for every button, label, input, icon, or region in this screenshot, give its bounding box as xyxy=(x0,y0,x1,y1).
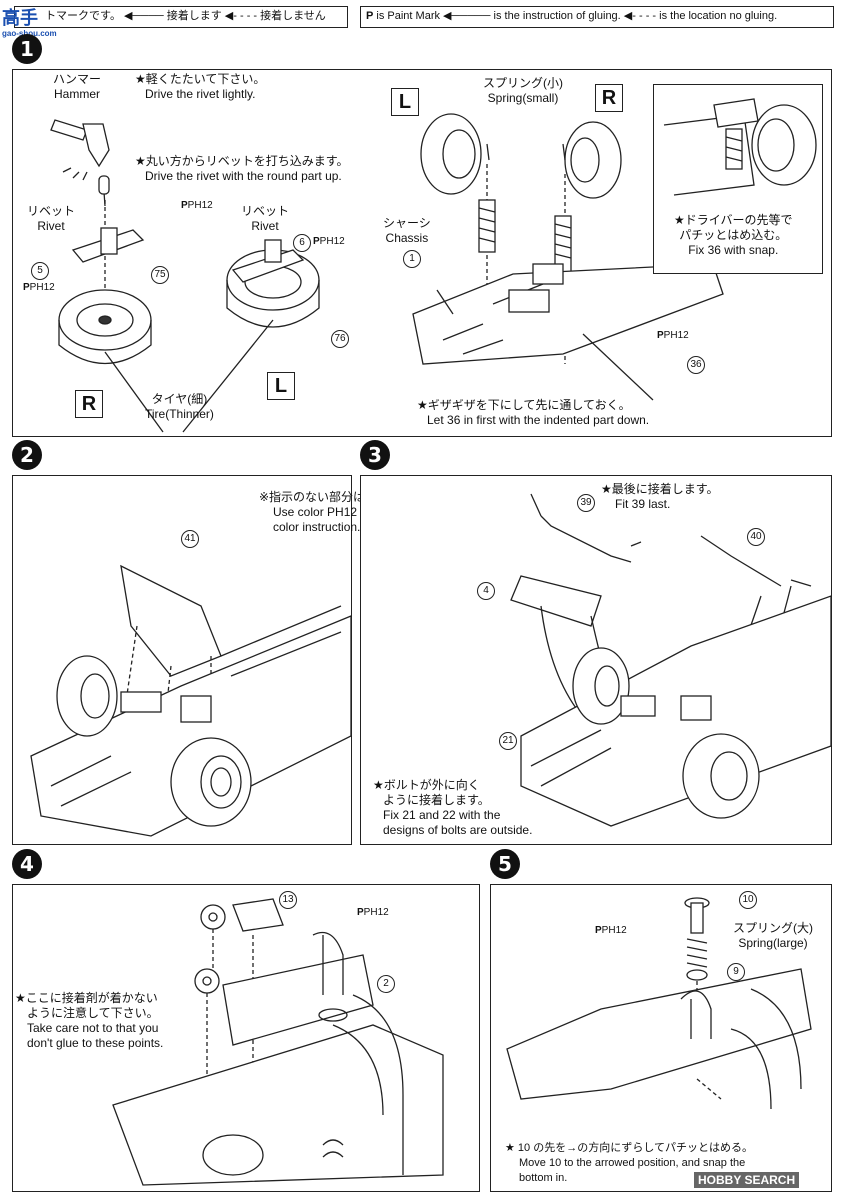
step-5-drawing xyxy=(506,897,812,1110)
part-number-1: 1 xyxy=(403,250,421,268)
part-number-2: 2 xyxy=(377,975,395,993)
legend-jp-glue: 接着します xyxy=(166,10,222,22)
legend-en-noglue: is the location no gluing. xyxy=(659,10,778,22)
left-mark: L xyxy=(267,372,295,400)
paint-mark: PPH12 xyxy=(181,200,213,211)
step-3-number: 3 xyxy=(360,440,390,470)
inset-drawing xyxy=(663,98,817,196)
watermark-logo-top: 高手 gao-shou.com xyxy=(2,8,57,38)
paint-mark-icon: P xyxy=(366,10,374,22)
bolt-note: ★ボルトが外に向く ように接着します。 Fix 21 and 22 with t… xyxy=(373,778,533,837)
legend-en-mark: is Paint Mark xyxy=(376,10,440,22)
right-mark-2: R xyxy=(595,84,623,112)
indent-note: ★ギザギザを下にして先に通しておく。Let 36 in first with t… xyxy=(417,398,650,427)
round-note: ★丸い方からリベットを打ち込みます。Drive the rivet with t… xyxy=(135,154,349,183)
step-2-number: 2 xyxy=(12,440,42,470)
step-3-panel: ★最後に接着します。Fit 39 last. 39 40 4 21 22 ★ボル… xyxy=(360,475,832,845)
part-number-76: 76 xyxy=(331,330,349,348)
paint-mark: PPH12 xyxy=(313,236,345,247)
step-5-panel: 10 スプリング(大)Spring(large) PPH12 9 ★ 10 の先… xyxy=(490,884,832,1192)
step-4-number: 4 xyxy=(12,849,42,879)
step-4-drawing xyxy=(112,898,444,1186)
no-glue-note: ★ここに接着剤が着かない ように注意して下さい。 Take care not t… xyxy=(15,991,164,1050)
chassis-drawing xyxy=(412,113,724,401)
arrow-solid-icon: ◀───── xyxy=(443,10,491,22)
arrow-dashed-icon: ◀- - - - xyxy=(623,10,657,22)
move-note: ★ 10 の先を→の方向にずらしてパチッとはめる。 Move 10 to the… xyxy=(505,1142,753,1184)
rivet-wheel-drawing xyxy=(58,175,320,433)
spring-small-label: スプリング(小)Spring(small) xyxy=(483,76,563,105)
left-mark-2: L xyxy=(391,88,419,116)
part-number-75: 75 xyxy=(151,266,169,284)
legend-jp-text: トマークです。 xyxy=(45,10,121,22)
paint-mark: PPH12 xyxy=(595,925,627,936)
step-2-panel: ※指示のない部分は PH12 で塗装します。 Use color PH12 fo… xyxy=(12,475,485,845)
part-number-6: 6 xyxy=(293,234,311,252)
step-4-panel: 13 PPH12 2 ★ここに接着剤が着かない ように注意して下さい。 Take… xyxy=(12,884,480,1192)
part-number-9: 9 xyxy=(727,963,745,981)
legend-en: P is Paint Mark ◀───── is the instructio… xyxy=(360,6,834,28)
fit-last-note: ★最後に接着します。Fit 39 last. xyxy=(601,482,719,511)
arrow-dashed-icon: ◀- - - - xyxy=(224,10,258,22)
step-5-number: 5 xyxy=(490,849,520,879)
part-number-10: 10 xyxy=(739,891,757,909)
hammer-drawing xyxy=(50,119,110,181)
part-number-40: 40 xyxy=(747,528,765,546)
step-2-drawing xyxy=(30,564,352,837)
part-number-4: 4 xyxy=(477,582,495,600)
paint-mark: PPH12 xyxy=(357,907,389,918)
part-number-5: 5 xyxy=(31,262,49,280)
part-number-39: 39 xyxy=(577,494,595,512)
paint-mark: PPH12 xyxy=(23,282,55,293)
part-number-13: 13 xyxy=(279,891,297,909)
part-number-21: 21 xyxy=(499,732,517,750)
step-3-drawing xyxy=(510,493,832,827)
part-number-36: 36 xyxy=(687,356,705,374)
watermark-hobby-search: HOBBY SEARCH xyxy=(694,1172,800,1188)
tap-note: ★軽くたたいて下さい。Drive the rivet lightly. xyxy=(135,72,266,101)
right-mark: R xyxy=(75,390,103,418)
arrow-solid-icon: ◀──── xyxy=(124,10,164,22)
step-1-number: 1 xyxy=(12,34,42,64)
snap-inset: ★ドライバーの先等で パチッとはめ込む。 Fix 36 with snap. xyxy=(653,84,823,274)
legend-jp-noglue: 接着しません xyxy=(260,10,326,22)
paint-mark: PPH12 xyxy=(657,330,689,341)
spring-large-label: スプリング(大)Spring(large) xyxy=(733,921,813,950)
legend-en-glue: is the instruction of gluing. xyxy=(493,10,621,22)
tire-label: タイヤ(細)Tire(Thinner) xyxy=(145,392,214,421)
legend-jp: トマークです。 ◀──── 接着します ◀- - - - 接着しません xyxy=(14,6,348,28)
part-number-41: 41 xyxy=(181,530,199,548)
driver-note: ★ドライバーの先等で パチッとはめ込む。 Fix 36 with snap. xyxy=(674,213,793,257)
